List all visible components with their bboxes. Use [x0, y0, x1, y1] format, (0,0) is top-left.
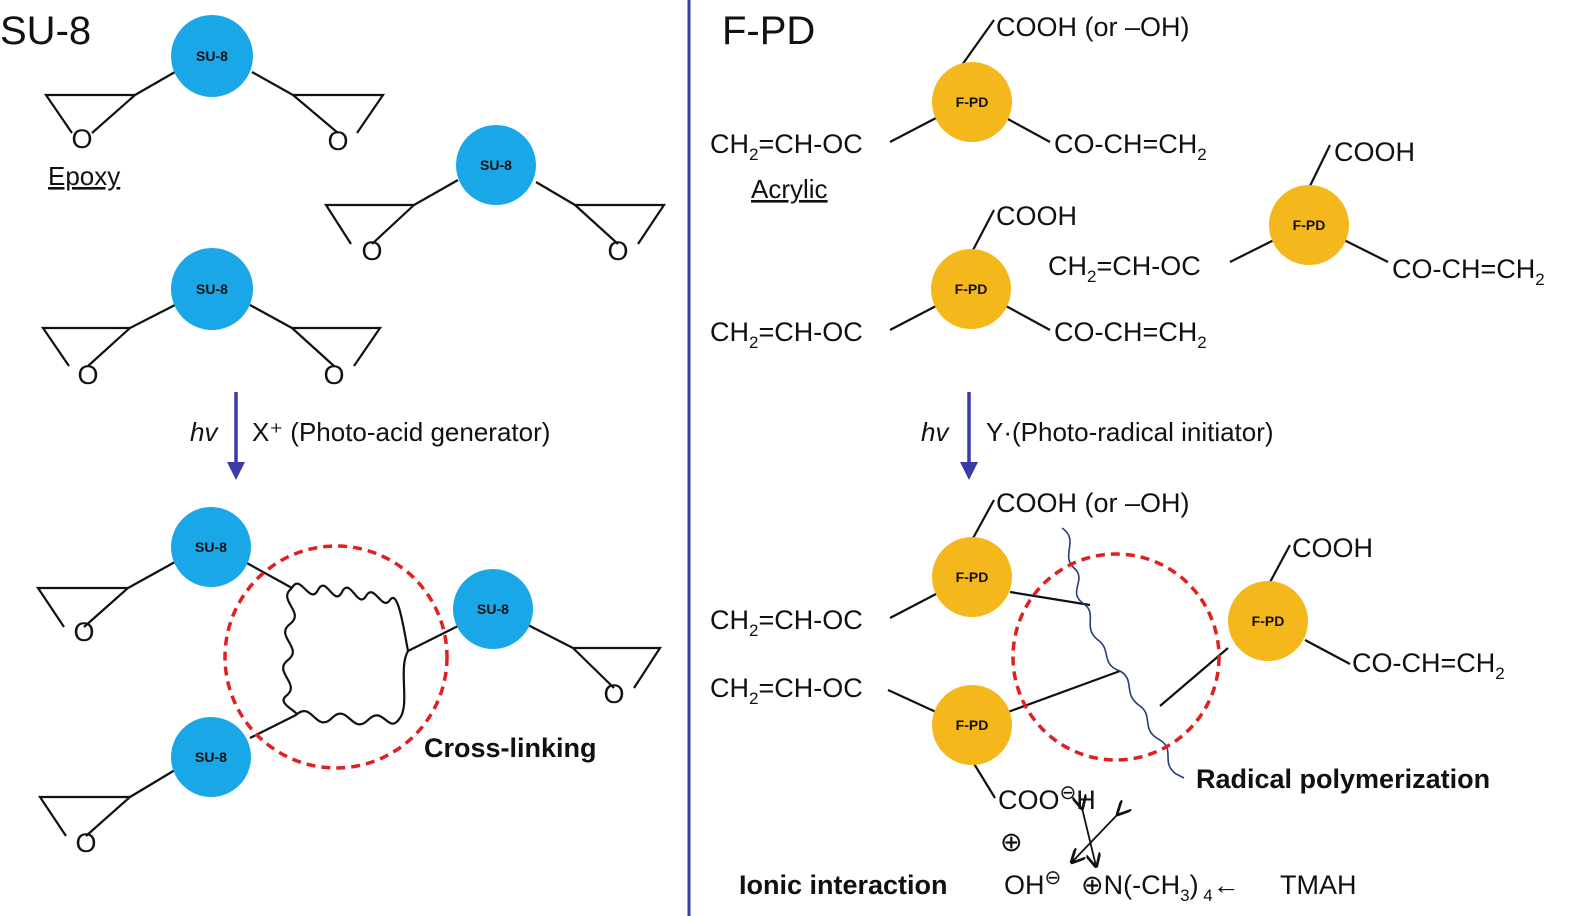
- fpd-node-label: F-PD: [955, 281, 988, 297]
- tmah-label: TMAH: [1280, 870, 1357, 900]
- oxygen-label: O: [607, 236, 628, 266]
- ionic-arrow: [1072, 814, 1118, 862]
- su8-node: [453, 569, 533, 649]
- reagent-label: Y·(Photo-radical initiator): [986, 417, 1274, 447]
- acrylate-group: CO-CH=CH2: [1392, 254, 1545, 289]
- polymerization-highlight-circle: [1011, 552, 1221, 762]
- fpd-node-label: F-PD: [1252, 613, 1285, 629]
- epoxy-label: Epoxy: [48, 161, 120, 191]
- fpd-node: [931, 249, 1011, 329]
- su8-node: [171, 15, 253, 97]
- fpd-node-label: F-PD: [1293, 217, 1326, 233]
- oxygen-label: O: [77, 360, 98, 390]
- crosslink-chain: [295, 650, 409, 726]
- cation-symbol: ⊕: [1000, 827, 1023, 857]
- oxygen-label: O: [71, 124, 92, 154]
- fpd-molecule-2: F-PD COOH CH2=CH-OC CO-CH=CH2: [1048, 137, 1545, 289]
- carboxyl-label: COOH: [1292, 533, 1373, 563]
- su8-molecule-3: O O SU-8: [40, 248, 383, 390]
- su8-node-label: SU-8: [196, 48, 228, 64]
- fpd-node-label: F-PD: [956, 94, 989, 110]
- oxygen-label: O: [361, 236, 382, 266]
- su8-node-label: SU-8: [195, 539, 227, 555]
- su8-node: [171, 717, 251, 797]
- fpd-molecule-1: F-PD COOH (or –OH) CH2=CH-OC CO-CH=CH2 A…: [710, 12, 1207, 204]
- hv-label: hv: [921, 417, 950, 447]
- acrylic-label: Acrylic: [751, 174, 828, 204]
- su8-node-label: SU-8: [477, 601, 509, 617]
- ionic-interaction-label: Ionic interaction: [739, 870, 948, 900]
- fpd-node: [932, 537, 1012, 617]
- carboxyl-label: COOH: [996, 201, 1077, 231]
- su8-panel: SU-8 O O SU-8 Epoxy O O SU-8: [0, 9, 667, 858]
- su8-node: [171, 248, 253, 330]
- carboxylate-group: COO⊖H: [998, 782, 1096, 815]
- fpd-node: [932, 62, 1012, 142]
- hv-label: hv: [190, 417, 219, 447]
- oxygen-label: O: [75, 828, 96, 858]
- reagent-label: X⁺ (Photo-acid generator): [252, 417, 550, 447]
- oxygen-label: O: [73, 617, 94, 647]
- fpd-panel: F-PD F-PD COOH (or –OH) CH2=CH-OC CO-CH=…: [710, 9, 1545, 905]
- acrylate-group: CH2=CH-OC: [1048, 251, 1201, 286]
- acrylate-group: CO-CH=CH2: [1054, 317, 1207, 352]
- carboxyl-label: COOH (or –OH): [996, 488, 1190, 518]
- acrylate-group: CO-CH=CH2: [1054, 129, 1207, 164]
- fpd-node: [1228, 581, 1308, 661]
- fpd-node-label: F-PD: [956, 569, 989, 585]
- crosslink-chain: [282, 587, 298, 717]
- su8-node: [456, 125, 536, 205]
- acrylate-group: CH2=CH-OC: [710, 129, 863, 164]
- acrylate-group: CO-CH=CH2: [1352, 648, 1505, 683]
- radical-polymerization-label: Radical polymerization: [1196, 764, 1490, 794]
- carboxyl-label: COOH (or –OH): [996, 12, 1190, 42]
- acrylate-group: CH2=CH-OC: [710, 605, 863, 640]
- fpd-node: [932, 685, 1012, 765]
- acrylate-group: CH2=CH-OC: [710, 673, 863, 708]
- acrylate-group: CH2=CH-OC: [710, 317, 863, 352]
- su8-node-label: SU-8: [196, 281, 228, 297]
- reaction-arrowhead: [960, 462, 978, 480]
- fpd-molecule-3: F-PD COOH CH2=CH-OC CO-CH=CH2: [710, 201, 1207, 352]
- su8-panel-title: SU-8: [0, 9, 91, 53]
- oxygen-label: O: [603, 679, 624, 709]
- su8-product: O O O SU-8 SU-8 SU-8 Cross-linking: [35, 507, 663, 858]
- crosslink-label: Cross-linking: [424, 733, 597, 763]
- oxygen-label: O: [327, 126, 348, 156]
- ammonium-group: ⊕N(-CH3) 4←: [1081, 870, 1240, 905]
- fpd-product: COOH (or –OH) CH2=CH-OC CH2=CH-OC COOH C…: [710, 488, 1505, 905]
- crosslink-highlight-circle: [223, 544, 449, 770]
- carboxyl-label: COOH: [1334, 137, 1415, 167]
- su8-molecule-2: O O SU-8: [323, 125, 667, 266]
- su8-node: [171, 507, 251, 587]
- polymer-backbone: [1061, 527, 1185, 779]
- fpd-panel-title: F-PD: [722, 9, 815, 53]
- crosslink-chain: [291, 582, 410, 652]
- oxygen-label: O: [323, 360, 344, 390]
- su8-node-label: SU-8: [195, 749, 227, 765]
- reaction-arrowhead: [227, 462, 245, 480]
- su8-molecule-1: O O SU-8 Epoxy: [43, 15, 386, 191]
- fpd-node: [1269, 185, 1349, 265]
- hydroxide-group: OH⊖: [1004, 867, 1061, 900]
- fpd-node-label: F-PD: [956, 717, 989, 733]
- ionic-arrow: [1082, 808, 1096, 866]
- su8-node-label: SU-8: [480, 157, 512, 173]
